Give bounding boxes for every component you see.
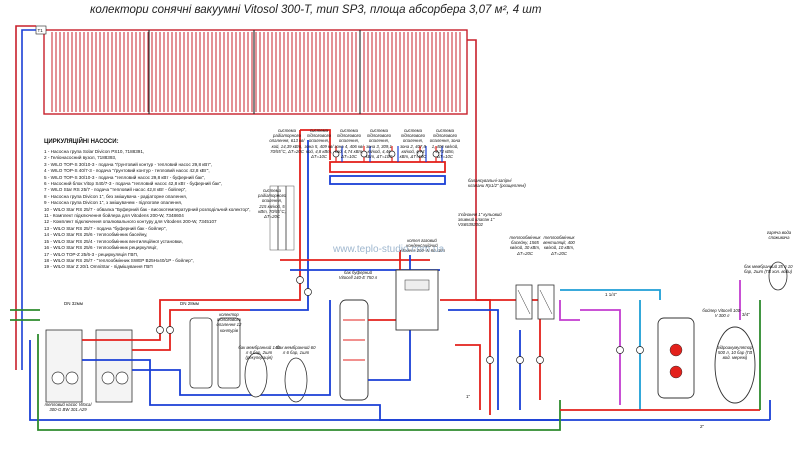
svg-text:1": 1" — [466, 394, 471, 399]
svg-text:1 1/4": 1 1/4" — [605, 292, 617, 297]
legend-item: 16 - WILO Star RS 25/6 - теплообмінник р… — [44, 245, 158, 251]
legend-item: 10 - WILO Star RS 25/7 - обвалка "Буферн… — [44, 206, 251, 212]
page-title: колектори сонячні вакуумні Vitosol 300-T… — [90, 4, 542, 16]
pipe-size-tags: DN 32мм DN 28мм 1" 1 1/4" 3/4" 2" — [64, 292, 750, 429]
pump-legend: ЦИРКУЛЯЦІЙНІ НАСОСИ: 1 - Насосна група S… — [44, 139, 284, 271]
legend-item: 2 - Геліонасосний вузол, 7188393, — [44, 155, 117, 161]
legend-item: 5 - WILO TOP-S 30/10-3 - подача "теплови… — [44, 174, 206, 180]
buffer-tank-label: бак буферний Vitocell 140-E 750 л — [338, 270, 378, 281]
legend-item: 18 - WILO Star RS 25/7 - "теплообмінник … — [44, 257, 194, 263]
heat-pump-label: тепловий насос Vitocal 300-G BW 301.A29 — [44, 402, 92, 413]
gas-boiler-label: котел газовий конденсаційний Vitodens 20… — [398, 238, 446, 254]
watermark: www.teplo-studio.com.ua — [333, 244, 445, 255]
legend-item: 11 - Комплект підключення бойлера для Vi… — [44, 213, 184, 219]
legend-item: 13 - WILO Star RS 25/7 - подача "буферни… — [44, 225, 167, 231]
dhw-boiler — [657, 317, 695, 399]
legend-item: 3 - WILO TOP-S 30/10-3 - подача "ґрунтов… — [44, 161, 213, 167]
legend-item: 8 - Насосна група Divicon 1", без змішув… — [44, 193, 187, 199]
membrane-tank-mid-label: бак мембранний 60 л 6 бар, 1шт — [276, 345, 316, 356]
accumulator-label: гідроакумулятор 500 л, 10 бар (ГВ вод. м… — [717, 345, 753, 361]
circuit-label-radiator: система радіаторного опалення, 613 кв/ко… — [269, 128, 305, 154]
circuit-label-zone5: система підлогового опалення, зона 5, 40… — [304, 128, 334, 160]
collector-manifold-label: колектор підлогового опалення 12 контурі… — [216, 312, 242, 333]
hot-water-label: гаряча вода споживача — [766, 230, 792, 241]
legend-item: 9 - Насосна група Divicon 1", з змішувач… — [44, 200, 183, 206]
legend-item: 6 - Насосний блок Vitop S40/7-3 - подача… — [44, 181, 223, 187]
heat-pump-group — [45, 329, 133, 403]
legend-item: 12 - Комплект підключення опалювального … — [44, 219, 217, 225]
pool-exchanger-label: теплообмінник басейну, 1565 кв/кой, 30 к… — [509, 235, 541, 256]
legend-item: 4 - WILO TOP-S 40/7-3 - подача "ґрунтови… — [44, 168, 210, 174]
solar-loop-piping — [15, 25, 477, 370]
balancing-valve-label: балансувальні-запірні клапани Rp1/2" (ро… — [468, 178, 526, 189]
legend-item: 14 - WILO Star RS 25/6 - теплообмінник б… — [44, 232, 148, 238]
vent-exchanger-label: теплообмінник вентиляції, 400 кв/кой, 10… — [543, 235, 575, 256]
svg-text:DN 28мм: DN 28мм — [180, 301, 199, 306]
circuit-label-zone4: система підлогового опалення, зона 4, 40… — [334, 128, 364, 160]
buffer-and-expansion — [189, 299, 369, 403]
solar-collector-array: T1 — [35, 25, 468, 115]
membrane-tank-left-label: бак мембранний 140 л 6 бар, 2шт (рекупер… — [238, 345, 280, 361]
dhw-boiler-label: бойлер Vitocell 100-V 300 л — [702, 308, 742, 319]
legend-item: 19 - WILO Star Z 20/1 OmniStar - підмішу… — [44, 264, 153, 270]
svg-text:T1: T1 — [38, 28, 44, 33]
legend-heading: ЦИРКУЛЯЦІЙНІ НАСОСИ: — [44, 139, 119, 145]
legend-item: 1 - Насосна група Solar Divicon PS10, 71… — [44, 149, 145, 154]
legend-item: 7 - WILO Star RS 25/7 - подача "тепловий… — [44, 187, 187, 193]
circuit-label-zone2: система підлогового опалення, зона 2, 40… — [399, 128, 427, 160]
svg-text:2": 2" — [700, 424, 705, 429]
accumulator — [714, 326, 756, 404]
svg-text:3/4": 3/4" — [742, 312, 750, 317]
membrane-tank-right-label: бак мембранний 35 л 10 бар, 2шт (ГВ хол.… — [744, 264, 793, 275]
circuit-label-zone3: система підлогового опалення, зона 3, 30… — [365, 128, 393, 160]
legend-item: 15 - WILO Star RS 25/4 - теплообмінник в… — [44, 238, 183, 244]
pumps — [156, 150, 644, 364]
expansion-tank-right — [768, 261, 788, 291]
legend-item: 17 - WILO TOP-Z 25/6-3 - рециркуляція ГВ… — [44, 251, 139, 257]
svg-text:DN 32мм: DN 32мм — [64, 301, 83, 306]
heat-exchangers — [515, 284, 555, 320]
radiator-label: система радіаторного опалення, 215 кв/ко… — [258, 188, 287, 220]
adapter-label: з'єднання 1" кульовий зливний клапан 1" … — [458, 212, 502, 228]
gas-boiler — [395, 269, 439, 331]
circuit-label-zone1: система підлогового опалення, зона 1, 40… — [429, 128, 461, 160]
distribution-manifold — [269, 146, 446, 251]
pipe-network-left — [10, 299, 270, 431]
